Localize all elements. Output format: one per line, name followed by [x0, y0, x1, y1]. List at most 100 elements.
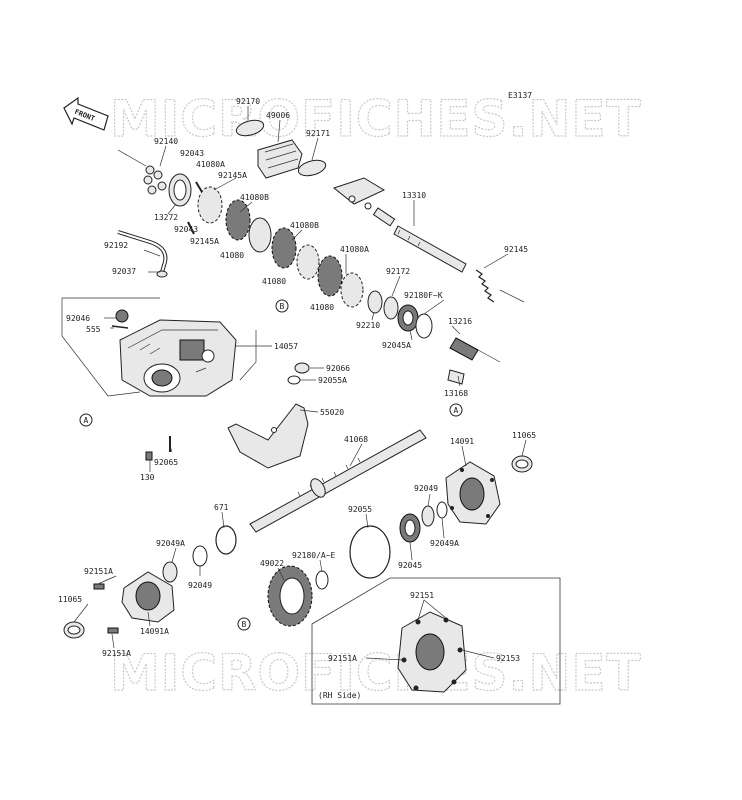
seal-11065-top: [511, 455, 533, 473]
label-92045: 92045: [398, 561, 422, 570]
ring-13272: [168, 173, 192, 207]
joint-13168: [447, 369, 465, 385]
label-14091a: 14091A: [140, 627, 169, 636]
leader-housing-left: [61, 298, 141, 397]
label-92043-bottom: 92043: [174, 225, 198, 234]
rh-side-box: (RH Side): [311, 577, 561, 705]
label-92055: 92055: [348, 505, 372, 514]
rh-side-label: (RH Side): [318, 691, 361, 700]
label-41068: 41068: [344, 435, 368, 444]
label-41080b-top: 41080B: [240, 193, 269, 202]
ring-gear-49022: [267, 565, 313, 627]
bolt-92151a-left-bottom: [107, 627, 119, 634]
bolt-92151a-left-top: [93, 583, 105, 590]
ref-mark-a-housing: A: [79, 413, 93, 427]
svg-text:B: B: [280, 302, 285, 311]
label-92171: 92171: [306, 129, 330, 138]
label-13216: 13216: [448, 317, 472, 326]
label-11065-left: 11065: [58, 595, 82, 604]
bolt-130: [145, 451, 153, 461]
label-92153: 92153: [496, 654, 520, 663]
label-13168: 13168: [444, 389, 468, 398]
ring-92172: [415, 313, 433, 339]
watermark-bottom: MICROFICHES.NET: [110, 644, 642, 702]
label-41080-left: 41080: [220, 251, 244, 260]
bracket-55020: [227, 403, 309, 469]
gear-41080-1: [225, 199, 251, 241]
label-92145: 92145: [504, 245, 528, 254]
label-92049a-left: 92049A: [156, 539, 185, 548]
label-92172: 92172: [386, 267, 410, 276]
housing-14057: [119, 319, 237, 397]
seal-11065-left: [63, 621, 85, 639]
o-ring-671: [215, 525, 237, 555]
label-92140: 92140: [154, 137, 178, 146]
plate-41080a-2: [340, 272, 364, 308]
seal-92049a-left: [162, 561, 178, 583]
label-92037: 92037: [112, 267, 136, 276]
seal-92049a-right: [436, 501, 448, 519]
boot-49006: [257, 139, 303, 179]
label-41080-right: 41080: [310, 303, 334, 312]
label-92065: 92065: [154, 458, 178, 467]
label-41080b-mid: 41080B: [290, 221, 319, 230]
label-92049a-right: 92049A: [430, 539, 459, 548]
label-11065-top: 11065: [512, 431, 536, 440]
seal-92049-right: [421, 505, 435, 527]
yoke-shaft-13310: [332, 177, 467, 273]
plug-92046: [115, 309, 129, 323]
label-41080a-right: 41080A: [340, 245, 369, 254]
pinion-13216: [449, 337, 501, 363]
balls-92140: [143, 165, 167, 195]
shim-92180ae: [315, 570, 329, 590]
label-55020: 55020: [320, 408, 344, 417]
label-14057: 14057: [274, 342, 298, 351]
clip-92037: [156, 270, 168, 278]
cover-14091a: [121, 571, 175, 623]
label-92046: 92046: [66, 314, 90, 323]
label-14091: 14091: [450, 437, 474, 446]
svg-text:A: A: [454, 406, 459, 415]
ring-92210: [367, 290, 383, 314]
shim-92180fk: [383, 296, 399, 320]
ref-mark-b-housing: B: [275, 299, 289, 313]
cover-14091: [445, 461, 501, 525]
label-92180ae: 92180/A~E: [292, 551, 336, 560]
label-671: 671: [214, 503, 229, 512]
label-92145a-top: 92145A: [218, 171, 247, 180]
part-labels: 92170 49006 92171 92140 92043 41080A 921…: [58, 97, 536, 663]
bearing-92045a: [397, 304, 419, 332]
label-92145a-bottom: 92145A: [190, 237, 219, 246]
label-92192: 92192: [104, 241, 128, 250]
spring-92145: [475, 269, 525, 303]
ref-mark-b-gear: B: [237, 617, 251, 631]
label-13310: 13310: [402, 191, 426, 200]
pin-92043: [187, 181, 203, 235]
front-arrow-icon: FRONT: [63, 96, 109, 131]
axle-shaft-41068: [249, 429, 427, 533]
label-49006: 49006: [266, 111, 290, 120]
label-92170: 92170: [236, 97, 260, 106]
ref-mark-a-axle: A: [449, 403, 463, 417]
plate-41080b-1: [248, 217, 272, 253]
label-92151a-left-top: 92151A: [84, 567, 113, 576]
watermark-top: MICROFICHES.NET: [110, 90, 642, 148]
diagram-code: E3137: [508, 91, 532, 100]
ring-92055a: [287, 375, 301, 385]
washer-555: [111, 325, 129, 329]
label-92151: 92151: [410, 591, 434, 600]
gear-41080-2: [271, 227, 297, 269]
label-92049-right: 92049: [414, 484, 438, 493]
nut-92066: [294, 362, 310, 374]
clamp-92170: [235, 119, 265, 137]
label-41080-mid: 41080: [262, 277, 286, 286]
label-130: 130: [140, 473, 155, 482]
breather-pipe-92192: [117, 230, 168, 273]
label-92210: 92210: [356, 321, 380, 330]
clamp-92171: [297, 159, 327, 177]
plate-41080a-1: [197, 186, 223, 224]
label-92066: 92066: [326, 364, 350, 373]
label-92049-left: 92049: [188, 581, 212, 590]
o-ring-92055: [349, 525, 391, 579]
